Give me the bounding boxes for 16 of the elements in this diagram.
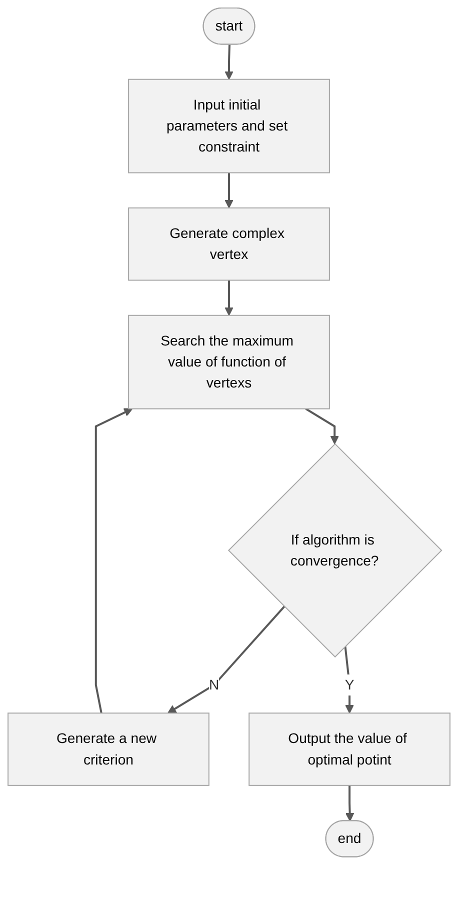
- arrow: [224, 280, 234, 316]
- node-box: Generate a new criterion: [8, 712, 210, 786]
- node-box: Search the maximum value of function of vertexs: [128, 314, 330, 410]
- node-box: Output the value of optimal potint: [248, 712, 450, 786]
- edge-label: Y: [344, 676, 354, 693]
- node-box: Generate complex vertex: [128, 207, 330, 281]
- arrow: [167, 606, 286, 714]
- arrow: [305, 408, 339, 444]
- arrow: [345, 785, 354, 822]
- arrow: [344, 646, 354, 714]
- arrow: [94, 408, 133, 714]
- edge-label: N: [208, 676, 220, 693]
- node-box: Input initial parameters and set constraint: [128, 78, 330, 174]
- arrow: [224, 44, 234, 80]
- arrow: [224, 172, 234, 208]
- node-diamond: If algorithm is convergence?: [228, 443, 442, 658]
